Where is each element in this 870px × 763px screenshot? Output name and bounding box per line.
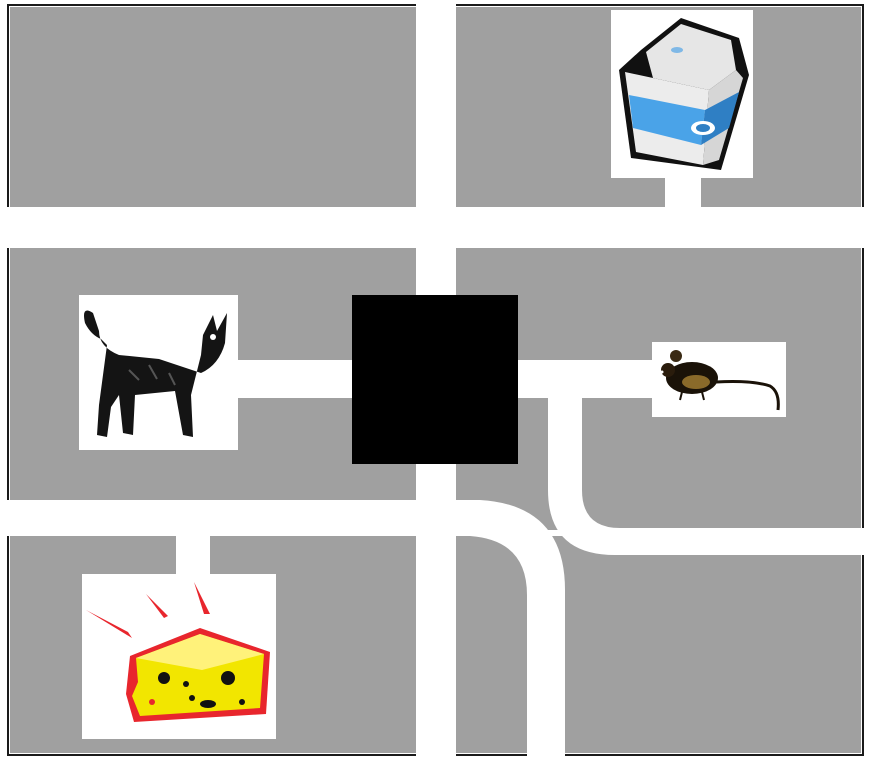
cat-item[interactable] — [79, 295, 238, 450]
milk-item[interactable] — [611, 10, 753, 178]
path-cheese-connector — [176, 536, 210, 576]
milk-carton-icon — [611, 10, 753, 178]
mouse-item[interactable] — [652, 342, 786, 417]
path-horizontal-bottom — [0, 500, 456, 536]
cheese-item[interactable] — [82, 574, 276, 739]
block-bottom-right — [456, 536, 861, 753]
path-mouse-connector — [516, 360, 652, 398]
cat-icon — [79, 295, 238, 450]
center-obstacle — [352, 295, 518, 464]
path-milk-connector — [665, 178, 701, 210]
block-top-left — [10, 7, 416, 207]
cheese-icon — [82, 574, 276, 739]
mouse-icon — [652, 342, 786, 417]
path-cat-connector — [238, 360, 356, 398]
